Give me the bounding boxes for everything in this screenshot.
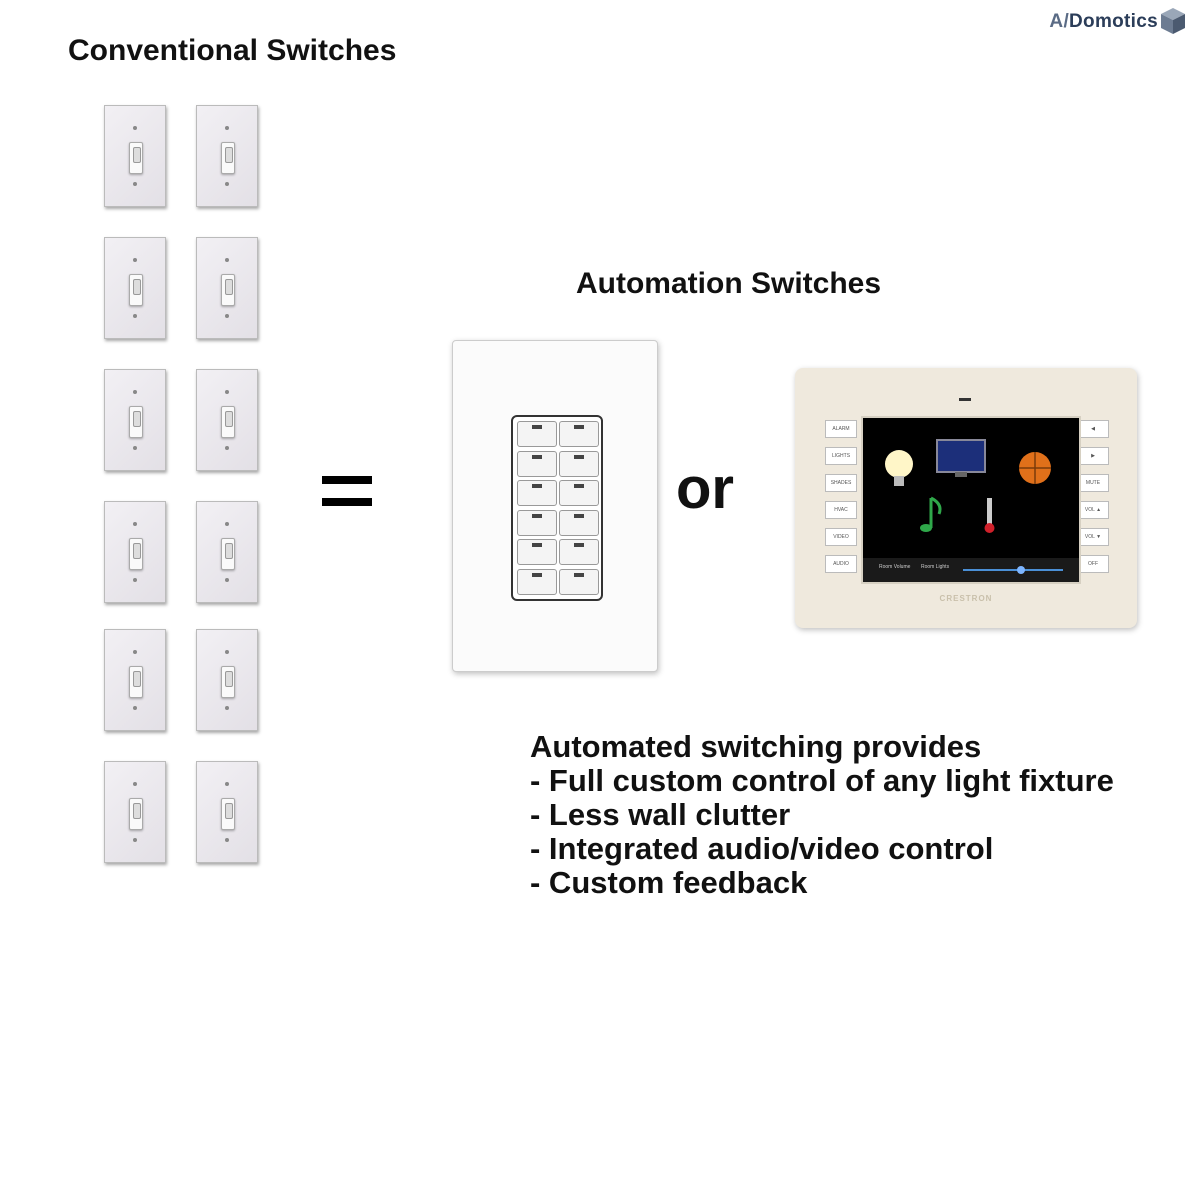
touch-panel-left-button: AUDIO bbox=[825, 555, 857, 573]
automation-switches-title: Automation Switches bbox=[576, 267, 882, 300]
touch-panel-right-button: VOL ▲ bbox=[1077, 501, 1109, 519]
room-volume-label: Room Volume bbox=[879, 564, 911, 570]
globe-icon bbox=[1019, 452, 1051, 484]
or-label: or bbox=[676, 456, 734, 521]
tv-icon bbox=[936, 439, 986, 477]
light-switch bbox=[196, 237, 258, 339]
touch-panel-left-button: SHADES bbox=[825, 474, 857, 492]
light-switch bbox=[196, 629, 258, 731]
touch-panel-right-button: ▶ bbox=[1077, 447, 1109, 465]
touch-panel-sensor bbox=[959, 398, 971, 401]
keypad-button bbox=[517, 568, 557, 595]
keypad-button bbox=[559, 450, 599, 477]
toggle-lever-icon bbox=[129, 142, 143, 174]
toggle-lever-icon bbox=[221, 274, 235, 306]
touch-panel-right-button: MUTE bbox=[1077, 474, 1109, 492]
toggle-lever-icon bbox=[221, 142, 235, 174]
volume-slider-handle bbox=[1017, 566, 1025, 574]
touch-panel-right-button: VOL ▼ bbox=[1077, 528, 1109, 546]
keypad-button-frame bbox=[511, 415, 603, 601]
light-switch bbox=[196, 369, 258, 471]
light-switch bbox=[196, 105, 258, 207]
keypad-button bbox=[559, 509, 599, 536]
toggle-lever-icon bbox=[129, 406, 143, 438]
light-switch bbox=[104, 629, 166, 731]
logo-text: A/Domotics bbox=[1049, 11, 1158, 32]
keypad-button bbox=[517, 509, 557, 536]
toggle-lever-icon bbox=[129, 798, 143, 830]
caption-heading: Automated switching provides bbox=[530, 729, 982, 764]
lightbulb-icon bbox=[885, 450, 913, 486]
light-switch bbox=[196, 761, 258, 863]
toggle-lever-icon bbox=[129, 274, 143, 306]
logo-cube-icon bbox=[1161, 8, 1185, 34]
caption-point: - Integrated audio/video control bbox=[530, 831, 994, 866]
conventional-switches-title: Conventional Switches bbox=[68, 34, 397, 67]
light-switch bbox=[196, 501, 258, 603]
thermometer-icon bbox=[984, 498, 995, 533]
touch-panel-right-button: ◀ bbox=[1077, 420, 1109, 438]
room-lights-label: Room Lights bbox=[921, 564, 950, 570]
touch-panel-left-button: VIDEO bbox=[825, 528, 857, 546]
toggle-lever-icon bbox=[221, 538, 235, 570]
toggle-lever-icon bbox=[221, 666, 235, 698]
touch-panel-left-button: ALARM bbox=[825, 420, 857, 438]
light-switch bbox=[104, 761, 166, 863]
keypad-button bbox=[559, 539, 599, 565]
keypad-switch bbox=[452, 340, 658, 672]
keypad-button bbox=[517, 480, 557, 506]
touch-panel-left-button: LIGHTS bbox=[825, 447, 857, 465]
caption-point: - Less wall clutter bbox=[530, 797, 791, 832]
toggle-lever-icon bbox=[221, 406, 235, 438]
keypad-button bbox=[559, 568, 599, 595]
caption-point: - Custom feedback bbox=[530, 865, 808, 900]
toggle-lever-icon bbox=[129, 538, 143, 570]
music-note-icon bbox=[920, 496, 942, 532]
keypad-button bbox=[517, 539, 557, 565]
toggle-lever-icon bbox=[221, 798, 235, 830]
touch-panel-screen: Room Volume Room Lights bbox=[861, 416, 1081, 584]
touch-panel-left-button: HVAC bbox=[825, 501, 857, 519]
keypad-button bbox=[559, 480, 599, 506]
keypad-button bbox=[517, 450, 557, 477]
equals-sign bbox=[322, 476, 372, 520]
touch-panel: ALARM LIGHTS SHADES HVAC VIDEO AUDIO ◀ ▶ MUTE VO… bbox=[795, 368, 1137, 628]
light-switch bbox=[104, 237, 166, 339]
logo: A/Domotics bbox=[1049, 6, 1188, 38]
benefits-caption: Automated switching provides - Full cust… bbox=[530, 730, 1114, 900]
touch-panel-right-button: OFF bbox=[1077, 555, 1109, 573]
caption-point: - Full custom control of any light fixtu… bbox=[530, 763, 1114, 798]
toggle-lever-icon bbox=[129, 666, 143, 698]
light-switch bbox=[104, 105, 166, 207]
keypad-button bbox=[517, 421, 557, 447]
touch-panel-brand: CRESTRON bbox=[939, 594, 993, 603]
light-switch bbox=[104, 501, 166, 603]
keypad-button bbox=[559, 421, 599, 447]
light-switch bbox=[104, 369, 166, 471]
